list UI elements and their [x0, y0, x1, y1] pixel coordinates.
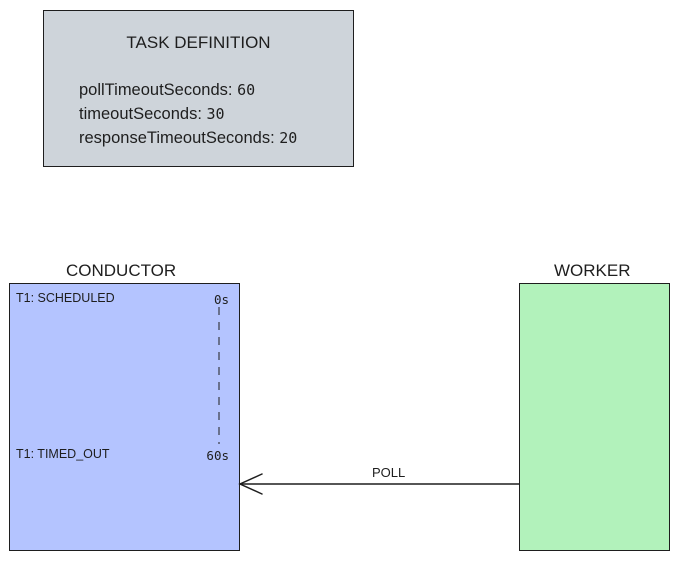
time-timed-out: 60s [206, 448, 229, 463]
task-definition-box: TASK DEFINITION pollTimeoutSeconds: 60 t… [43, 10, 354, 167]
field-key: pollTimeoutSeconds [79, 81, 228, 99]
field-poll-timeout: pollTimeoutSeconds: 60 [79, 81, 256, 99]
field-key: responseTimeoutSeconds [79, 129, 271, 147]
conductor-title: CONDUCTOR [66, 261, 177, 280]
field-value: 60 [237, 81, 256, 99]
time-scheduled: 0s [213, 292, 229, 307]
task-definition-fields: pollTimeoutSeconds: 60 timeoutSeconds: 3… [79, 78, 297, 150]
field-key: timeoutSeconds [79, 105, 198, 123]
task-definition-title: TASK DEFINITION [126, 33, 271, 52]
poll-label: POLL [372, 465, 406, 480]
field-value: 20 [279, 129, 298, 147]
state-timed-out: T1: TIMED_OUT [16, 447, 110, 461]
worker-box [519, 283, 670, 551]
field-timeout: timeoutSeconds: 30 [79, 105, 225, 123]
worker-title: WORKER [554, 261, 631, 280]
poll-arrowhead [238, 473, 263, 495]
state-scheduled: T1: SCHEDULED [16, 291, 115, 305]
field-response-timeout: responseTimeoutSeconds: 20 [79, 129, 298, 147]
field-value: 30 [206, 105, 225, 123]
conductor-box: T1: SCHEDULED 0s T1: TIMED_OUT 60s [9, 283, 240, 551]
